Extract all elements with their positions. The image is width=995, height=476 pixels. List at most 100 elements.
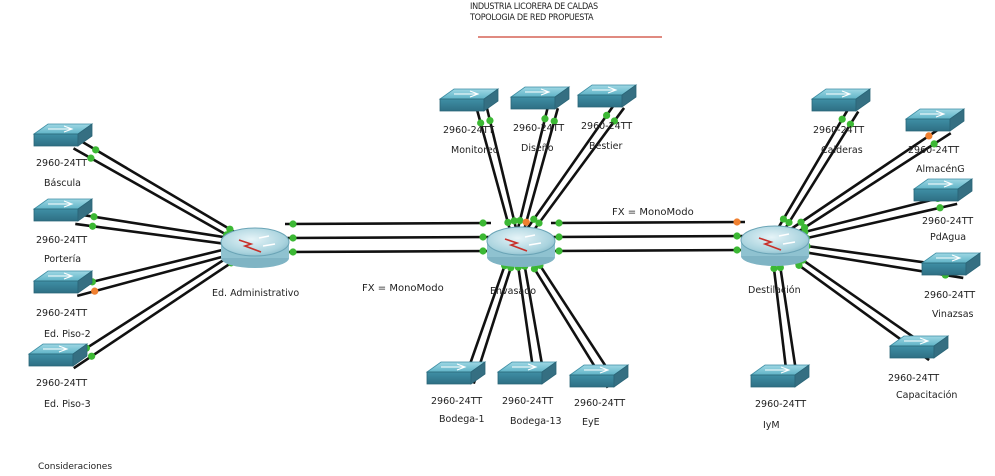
port-bestier-side-2 — [610, 117, 618, 125]
cable-piso3-admin-1[interactable] — [73, 247, 254, 370]
cable-bestier-envasado-1[interactable] — [521, 101, 618, 236]
switch-arrows-icon — [48, 200, 74, 208]
port-almacen-side-2 — [930, 140, 938, 148]
port-envasado-to-diseno-2 — [522, 218, 530, 226]
port-bascula-side-2 — [92, 146, 100, 154]
switch-bascula-model: 2960-24TT — [36, 158, 87, 169]
switch-porteria[interactable] — [32, 198, 94, 222]
switch-bestier-name: Bestier — [589, 141, 623, 152]
switch-arrows-icon — [48, 272, 74, 280]
switch-almacen-name: AlmacénG — [916, 164, 965, 175]
cable-iym-destilacion-2[interactable] — [770, 252, 790, 386]
switch-diseno-model: 2960-24TT — [513, 123, 564, 134]
switch-diseno[interactable] — [509, 86, 571, 110]
title-line-2: TOPOLOGIA DE RED PROPUESTA — [470, 13, 594, 23]
switch-calderas-model: 2960-24TT — [813, 125, 864, 136]
cable-bestier-envasado-2[interactable] — [526, 107, 626, 240]
switch-arrows-icon — [43, 345, 69, 353]
router-destilacion[interactable] — [740, 225, 810, 266]
switch-bodega1-name: Bodega-1 — [439, 414, 485, 425]
switch-vinazas[interactable] — [920, 252, 982, 276]
router-admin-label: Ed. Administrativo — [212, 288, 299, 299]
switch-bodega13[interactable] — [496, 361, 558, 385]
cable-calderas-destilacion-1[interactable] — [773, 105, 851, 236]
cable-diseno-envasado-1[interactable] — [514, 105, 550, 237]
cable-porteria-admin-2[interactable] — [76, 212, 250, 243]
port-calderas-side-2 — [846, 120, 855, 128]
port-envasado-to-monitoreo-1 — [504, 218, 512, 227]
switch-iym[interactable] — [749, 364, 811, 388]
cable-eye-envasado-1[interactable] — [528, 248, 618, 384]
cable-monitoreo-envasado-1[interactable] — [475, 109, 514, 239]
switch-almacen[interactable] — [904, 108, 966, 132]
switch-bestier[interactable] — [576, 84, 638, 108]
switch-monitoreo[interactable] — [438, 88, 500, 112]
cable-porteria-admin-1[interactable] — [75, 222, 249, 249]
backbone-envasado-destilacion-port-b-3 — [733, 246, 741, 254]
switch-bodega1[interactable] — [425, 361, 487, 385]
switch-capacitacion-model: 2960-24TT — [888, 373, 939, 384]
router-destilacion-label: Destilación — [748, 285, 801, 296]
switch-piso3[interactable] — [27, 343, 89, 367]
cable-almacen-destilacion-2[interactable] — [783, 132, 952, 242]
switch-bodega1-model: 2960-24TT — [431, 396, 482, 407]
router-admin[interactable] — [220, 227, 290, 268]
port-destilacion-to-calderas-1 — [779, 215, 788, 223]
backbone-envasado-destilacion-port-a-2 — [555, 233, 563, 241]
switch-eye[interactable] — [568, 364, 630, 388]
switch-arrows-icon — [584, 366, 610, 374]
switch-capacitacion[interactable] — [888, 335, 950, 359]
switch-capacitacion-name: Capacitación — [896, 390, 957, 401]
port-destilacion-to-iym-2 — [770, 264, 778, 272]
router-envasado[interactable] — [486, 226, 556, 267]
switch-iym-model: 2960-24TT — [755, 399, 806, 410]
port-envasado-to-bestier-2 — [535, 219, 543, 227]
port-almacen-side-1 — [925, 132, 933, 140]
switch-calderas[interactable] — [810, 88, 872, 112]
switch-arrows-icon — [512, 363, 538, 371]
cable-iym-destilacion-1[interactable] — [776, 251, 800, 385]
backbone-admin-envasado-cable-1[interactable] — [284, 221, 492, 226]
switch-vinazas-name: Vinazsas — [932, 309, 974, 320]
switch-arrows-icon — [765, 366, 791, 374]
port-diseno-side-2 — [550, 117, 558, 125]
switch-monitoreo-name: Monitoreo — [451, 145, 499, 156]
switch-bascula[interactable] — [32, 123, 94, 147]
backbone-envasado-destilacion-cable-3[interactable] — [550, 248, 746, 253]
port-diseno-side-1 — [541, 115, 549, 123]
cable-capacitacion-destilacion-1[interactable] — [783, 246, 936, 353]
backbone-admin-envasado-cable-3[interactable] — [284, 249, 492, 254]
cable-pdagua-destilacion-2[interactable] — [785, 202, 958, 245]
cable-monitoreo-envasado-2[interactable] — [485, 107, 520, 237]
port-porteria-side-1 — [89, 222, 97, 230]
backbone-admin-envasado-port-b-1 — [479, 219, 487, 227]
cable-bascula-admin-1[interactable] — [72, 147, 249, 248]
backbone-envasado-destilacion-cable-2[interactable] — [550, 234, 746, 239]
router-symbol-icon — [504, 238, 528, 252]
cable-bascula-admin-2[interactable] — [77, 138, 252, 243]
backbone-envasado-destilacion-cable-1[interactable] — [550, 220, 746, 225]
switch-porteria-name: Portería — [44, 254, 81, 265]
switch-bodega13-name: Bodega-13 — [510, 416, 562, 427]
cable-almacen-destilacion-1[interactable] — [780, 123, 946, 237]
switch-calderas-name: Calderas — [821, 145, 863, 156]
port-porteria-side-2 — [90, 213, 98, 221]
backbone-admin-envasado-port-a-3 — [289, 248, 297, 256]
link-label-admin-envasado: FX = MonoModo — [362, 283, 444, 294]
cable-bodega13-envasado-2[interactable] — [514, 251, 537, 383]
switch-pdagua[interactable] — [912, 178, 974, 202]
backbone-admin-envasado-cable-2[interactable] — [284, 235, 492, 240]
cable-bodega13-envasado-1[interactable] — [520, 250, 547, 382]
backbone-envasado-destilacion-port-b-1 — [733, 218, 741, 226]
backbone-admin-envasado-port-b-3 — [479, 247, 487, 255]
switch-piso2[interactable] — [32, 270, 94, 294]
switch-piso3-model: 2960-24TT — [36, 378, 87, 389]
cable-calderas-destilacion-2[interactable] — [778, 110, 860, 239]
port-calderas-side-1 — [838, 115, 846, 123]
switch-arrows-icon — [936, 254, 962, 262]
cable-diseno-envasado-2[interactable] — [520, 107, 560, 239]
cable-piso3-admin-2[interactable] — [67, 242, 251, 361]
switch-monitoreo-model: 2960-24TT — [443, 125, 494, 136]
cable-bodega1-envasado-2[interactable] — [463, 249, 512, 381]
